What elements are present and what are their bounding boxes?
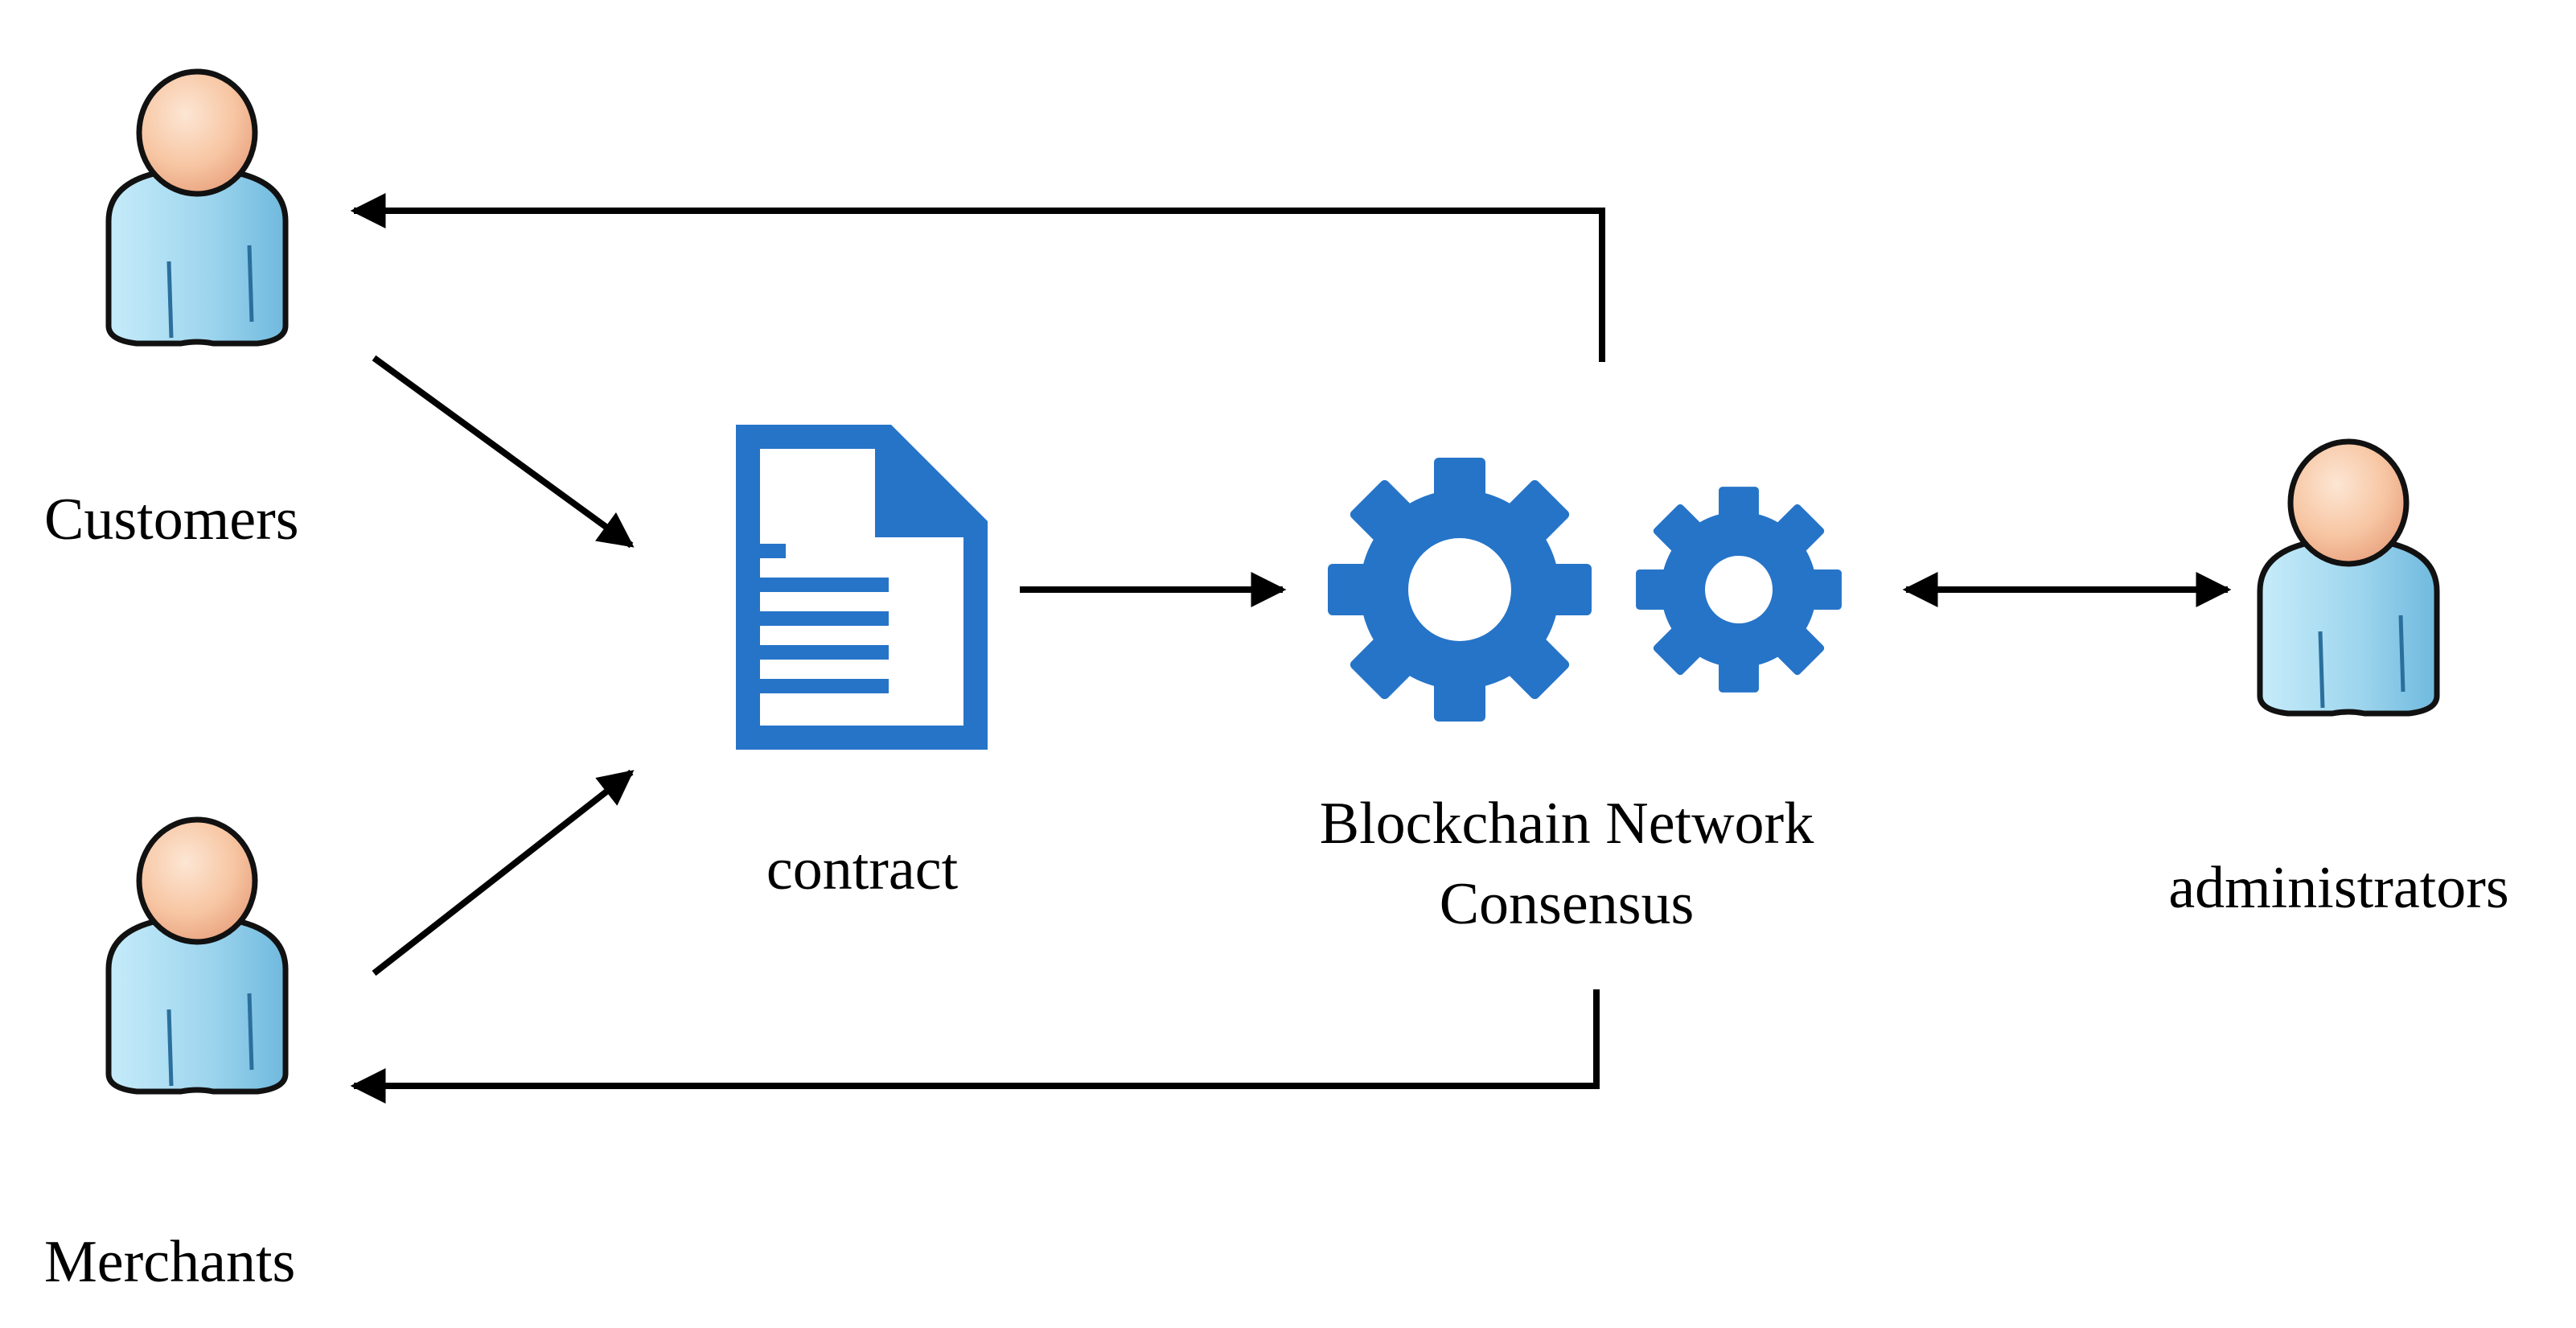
arrow-customers-to-contract bbox=[372, 355, 635, 549]
merchants-person-icon bbox=[109, 820, 286, 1092]
blockchain-label-line2: Consensus bbox=[1440, 871, 1695, 937]
arrow-blockchain-to-customers bbox=[350, 193, 1605, 362]
administrators-label: administrators bbox=[2168, 855, 2508, 921]
document-icon bbox=[736, 425, 988, 750]
arrow-blockchain-to-merchants bbox=[350, 989, 1600, 1104]
contract-label: contract bbox=[766, 837, 959, 902]
arrow-merchants-to-contract bbox=[372, 769, 635, 976]
merchants-label: Merchants bbox=[44, 1229, 295, 1295]
administrators-person-icon bbox=[2260, 442, 2437, 713]
customers-label: Customers bbox=[44, 487, 299, 553]
blockchain-label-line1: Blockchain Network bbox=[1320, 791, 1814, 857]
gears-icon bbox=[1328, 458, 1842, 722]
customers-person-icon bbox=[109, 72, 286, 343]
